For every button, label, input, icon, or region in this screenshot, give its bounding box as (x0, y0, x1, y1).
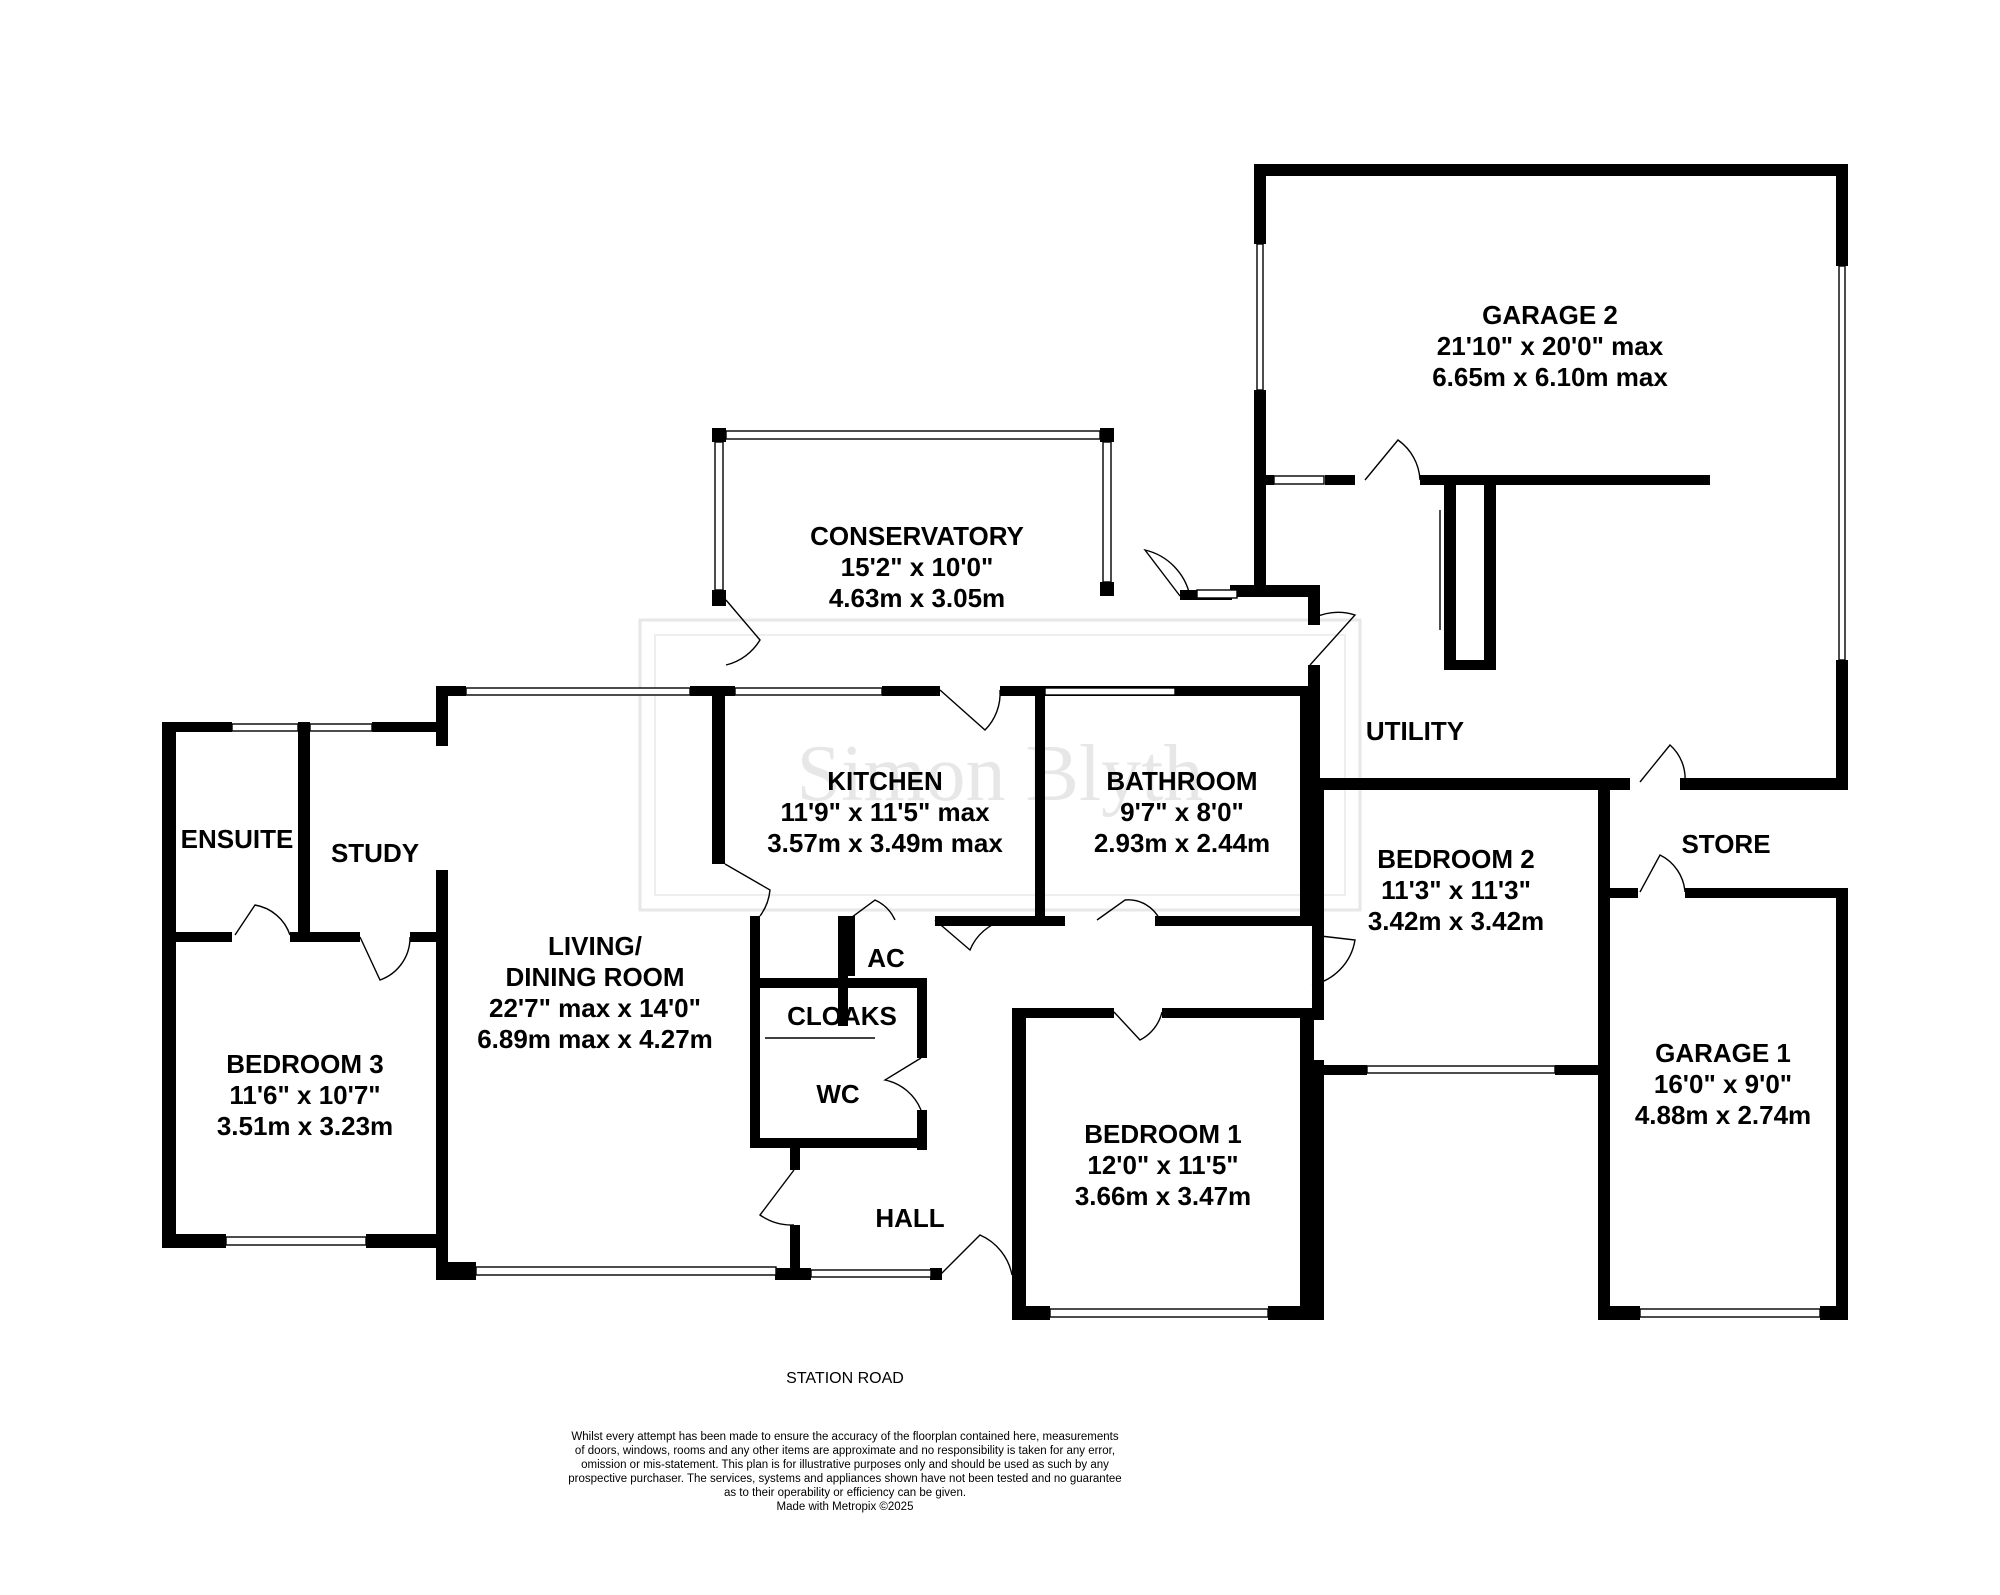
room-name: CONSERVATORY (810, 521, 1024, 551)
room-metric: 3.51m x 3.23m (217, 1111, 393, 1141)
watermark-text: Simon Blyth (797, 730, 1204, 818)
disclaimer-line: prospective purchaser. The services, sys… (568, 1473, 1121, 1485)
room-bedroom-1: BEDROOM 1 12'0" x 11'5" 3.66m x 3.47m (1075, 1119, 1251, 1211)
disclaimer-line: Made with Metropix ©2025 (777, 1501, 914, 1513)
room-metric: 3.66m x 3.47m (1075, 1181, 1251, 1211)
room-imperial: 22'7" max x 14'0" (489, 993, 701, 1023)
room-imperial: 16'0" x 9'0" (1654, 1069, 1792, 1099)
room-living-dining: LIVING/ DINING ROOM 22'7" max x 14'0" 6.… (477, 931, 713, 1054)
room-name-line1: LIVING/ (548, 931, 642, 961)
room-imperial: 9'7" x 8'0" (1120, 797, 1244, 827)
room-ac: AC (867, 943, 905, 973)
room-garage-1: GARAGE 1 16'0" x 9'0" 4.88m x 2.74m (1635, 1038, 1811, 1130)
room-name: GARAGE 1 (1655, 1038, 1791, 1068)
room-name: BEDROOM 1 (1084, 1119, 1241, 1149)
room-cloaks: CLOAKS (787, 1001, 897, 1031)
room-metric: 6.89m max x 4.27m (477, 1024, 713, 1054)
room-metric: 4.88m x 2.74m (1635, 1100, 1811, 1130)
room-hall: HALL (875, 1203, 944, 1233)
walls (162, 164, 1848, 1320)
doors (234, 439, 1686, 1276)
room-name: BEDROOM 3 (226, 1049, 383, 1079)
room-wc: WC (816, 1079, 860, 1109)
room-imperial: 11'6" x 10'7" (229, 1080, 380, 1110)
room-garage-2: GARAGE 2 21'10" x 20'0" max 6.65m x 6.10… (1432, 300, 1668, 392)
room-bedroom-2: BEDROOM 2 11'3" x 11'3" 3.42m x 3.42m (1368, 844, 1544, 936)
street-name: STATION ROAD (786, 1370, 904, 1387)
room-kitchen: KITCHEN 11'9" x 11'5" max 3.57m x 3.49m … (767, 766, 1003, 858)
room-name: UTILITY (1366, 716, 1464, 746)
room-metric: 3.42m x 3.42m (1368, 906, 1544, 936)
room-name: BATHROOM (1106, 766, 1257, 796)
room-conservatory: CONSERVATORY 15'2" x 10'0" 4.63m x 3.05m (810, 521, 1024, 613)
room-name: STORE (1681, 829, 1770, 859)
room-name: AC (867, 943, 905, 973)
room-imperial: 11'3" x 11'3" (1381, 875, 1531, 905)
disclaimer-line: of doors, windows, rooms and any other i… (575, 1445, 1115, 1457)
room-metric: 6.65m x 6.10m max (1432, 362, 1668, 392)
room-metric: 4.63m x 3.05m (829, 583, 1005, 613)
room-name: STUDY (331, 838, 419, 868)
disclaimer-line: Whilst every attempt has been made to en… (571, 1431, 1118, 1443)
room-imperial: 12'0" x 11'5" (1087, 1150, 1238, 1180)
windows (225, 243, 1846, 1318)
disclaimer-line: as to their operability or efficiency ca… (724, 1487, 966, 1499)
room-store: STORE (1681, 829, 1770, 859)
room-ensuite: ENSUITE (181, 824, 294, 854)
room-imperial: 11'9" x 11'5" max (780, 797, 990, 827)
watermark: Simon Blyth (638, 618, 1362, 912)
room-metric: 2.93m x 2.44m (1094, 828, 1270, 858)
room-name: GARAGE 2 (1482, 300, 1618, 330)
room-name: ENSUITE (181, 824, 294, 854)
room-name: CLOAKS (787, 1001, 897, 1031)
room-bedroom-3: BEDROOM 3 11'6" x 10'7" 3.51m x 3.23m (217, 1049, 393, 1141)
disclaimer-line: omission or mis-statement. This plan is … (581, 1459, 1109, 1471)
room-name: KITCHEN (827, 766, 943, 796)
room-imperial: 15'2" x 10'0" (841, 552, 994, 582)
room-name: HALL (875, 1203, 944, 1233)
room-name: BEDROOM 2 (1377, 844, 1534, 874)
disclaimer: Whilst every attempt has been made to en… (568, 1431, 1121, 1513)
room-name: WC (816, 1079, 860, 1109)
room-imperial: 21'10" x 20'0" max (1437, 331, 1664, 361)
room-name-line2: DINING ROOM (505, 962, 684, 992)
room-study: STUDY (331, 838, 419, 868)
room-utility: UTILITY (1366, 716, 1464, 746)
room-metric: 3.57m x 3.49m max (767, 828, 1003, 858)
room-bathroom: BATHROOM 9'7" x 8'0" 2.93m x 2.44m (1094, 766, 1270, 858)
